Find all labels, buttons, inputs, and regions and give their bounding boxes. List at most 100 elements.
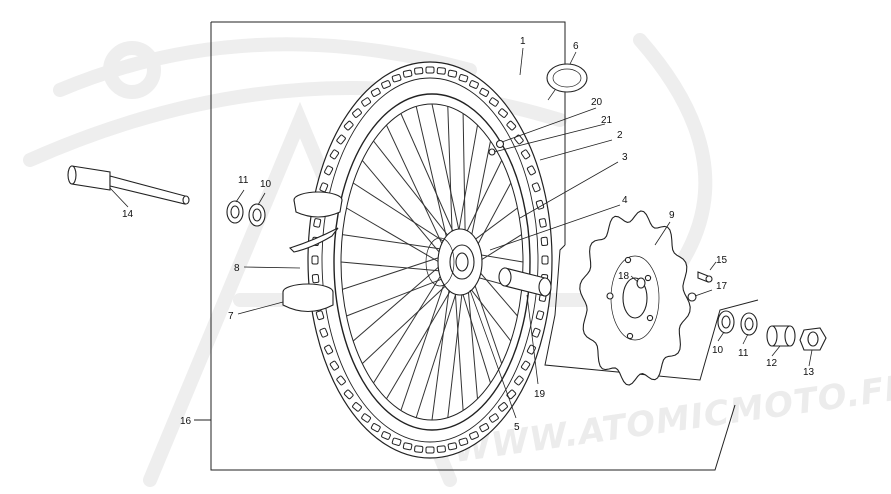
tread-knob [498, 108, 508, 118]
spoke [462, 160, 503, 240]
tread-knob [336, 134, 346, 145]
tread-knob [488, 97, 499, 107]
spoke [468, 140, 491, 250]
tread-knob [391, 74, 402, 83]
spoke [431, 286, 450, 421]
spoke [462, 113, 466, 243]
rim-lock-part-6 [546, 63, 588, 101]
assembly-frame [210, 21, 736, 471]
callout-9: 9 [669, 210, 675, 221]
tread-knob [506, 120, 517, 131]
rim-strip-part-8 [288, 227, 339, 253]
axle-part-14 [67, 165, 190, 205]
seal-part-11-right [740, 312, 758, 336]
callout-3: 3 [622, 152, 628, 163]
tread-knob [313, 218, 322, 228]
tread-knob [370, 423, 381, 433]
tread-knob [469, 431, 479, 440]
spoke [361, 284, 448, 364]
spacer-part-12 [766, 325, 796, 347]
spoke [342, 234, 442, 250]
tread-knob [311, 273, 320, 284]
spoke [460, 286, 491, 384]
tread-knob [329, 360, 340, 371]
spoke [457, 125, 478, 237]
spoke [340, 261, 441, 272]
spacer-part-19 [498, 267, 552, 297]
tread-knob [531, 327, 541, 338]
bolt-part-18 [636, 277, 646, 289]
brake-disc-part-9 [579, 210, 691, 386]
tread-knob [329, 149, 340, 160]
leader-lines [109, 47, 813, 419]
callout-2: 2 [617, 130, 623, 141]
brake-subframe [544, 244, 759, 381]
tread-knob [458, 437, 469, 446]
washer-part-17 [687, 292, 697, 302]
tread-knob [324, 165, 334, 176]
tread-knob [479, 423, 490, 433]
callout-8: 8 [234, 263, 240, 274]
callout-17: 17 [716, 281, 728, 292]
callout-19: 19 [534, 389, 546, 400]
tread-knob [458, 74, 469, 83]
callout-12: 12 [766, 358, 778, 369]
tread-knob [361, 413, 372, 423]
callout-13: 13 [803, 367, 815, 378]
spoke [431, 103, 461, 238]
tread-knob [343, 120, 354, 131]
tread-knob [319, 327, 329, 338]
callout-6: 6 [573, 41, 579, 52]
inner-tube-part [293, 191, 343, 218]
callout-20: 20 [591, 97, 603, 108]
tread-knob [538, 218, 547, 228]
tire-tread [311, 66, 549, 454]
tread-knob [526, 165, 536, 176]
tread-knob [531, 182, 541, 193]
tread-knob [425, 66, 435, 74]
spoke [361, 160, 441, 254]
spoke [346, 207, 440, 263]
callout-18: 18 [618, 271, 630, 282]
callouts: 1 2 3 4 5 6 7 8 9 10 11 10 11 12 13 14 1… [122, 36, 815, 433]
callout-11-right: 11 [738, 348, 749, 359]
tread-knob [514, 375, 524, 386]
callout-4: 4 [622, 195, 628, 206]
tread-knob [370, 87, 381, 97]
spoke [415, 106, 448, 240]
disc-bolt-part-15 [697, 271, 713, 283]
spoke [400, 281, 446, 411]
spoke [447, 106, 453, 237]
spoke [373, 274, 442, 384]
spoke [346, 278, 443, 317]
callout-16: 16 [180, 416, 192, 427]
spoke [454, 287, 464, 411]
spokes [340, 103, 524, 421]
tread-knob [311, 255, 319, 265]
tread-knob [447, 442, 458, 451]
tread-knob [469, 80, 479, 89]
axle-nut-part-13 [799, 327, 827, 351]
seal-part-11-left [226, 200, 244, 224]
tread-knob [436, 67, 446, 75]
tread-knob [541, 255, 549, 265]
tread-knob [535, 199, 545, 210]
tread-knob [425, 446, 435, 454]
tread-knob [343, 389, 354, 400]
rim-band-part-7 [282, 283, 334, 313]
callout-15: 15 [716, 255, 728, 266]
tread-knob [498, 402, 508, 412]
tread-knob [381, 80, 391, 89]
spoke [386, 124, 444, 246]
tread-knob [315, 310, 325, 321]
spoke [415, 287, 459, 418]
tread-knob [447, 69, 458, 78]
spoke [386, 287, 453, 400]
callout-7: 7 [228, 311, 234, 322]
hub [425, 228, 483, 296]
tread-knob [352, 108, 362, 118]
spoke [464, 281, 512, 342]
spoke [342, 257, 440, 290]
tread-knob [414, 67, 424, 75]
tread-knob [535, 310, 545, 321]
